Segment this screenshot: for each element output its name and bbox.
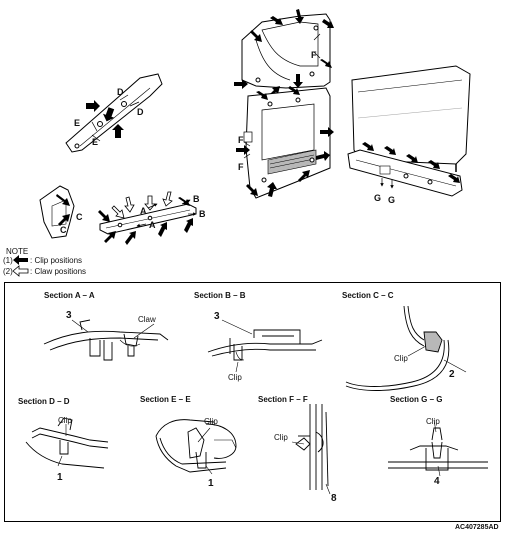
callout-clip-dd: Clip [58,416,72,425]
section-ff-drawing [291,404,331,495]
upper-quarter-trim [241,13,331,89]
section-gg-drawing [388,419,488,477]
label-g-1: G [374,193,382,203]
section-bb-drawing [207,319,323,373]
section-bb-title: Section B – B [194,291,246,300]
clip-arrows-sill [98,197,193,245]
tailgate-sill-trim [347,149,463,197]
callout-8-ff: 8 [331,493,337,504]
lower-quarter-trim [243,87,331,199]
section-aa-drawing [43,319,169,361]
label-c-2: C [60,225,67,235]
callout-2-cc: 2 [449,369,455,380]
label-d-1: D [117,87,124,97]
section-dd-drawing [25,417,109,469]
callout-3-bb: 3 [214,311,220,322]
label-f-1: F [311,50,317,60]
note-title: NOTE [6,247,29,256]
section-aa-title: Section A – A [44,291,95,300]
label-b-1: B [193,194,200,204]
note-line-1-text: : Clip positions [30,256,83,265]
sections-panel [4,282,501,522]
label-a-2: A [149,220,156,230]
label-b-2: B [199,209,206,219]
clip-arrows-lower [236,86,334,197]
section-cc-title: Section C – C [342,291,394,300]
label-g-2: G [388,195,396,205]
callout-clip-ff: Clip [274,433,288,442]
lower-left-trim-c [39,185,75,239]
callout-1-dd: 1 [57,472,63,483]
label-d-2: D [137,107,144,117]
note-line-2-num: (2) [3,267,13,276]
callout-clip-bb: Clip [228,373,242,382]
note-claw-arrow [12,265,29,277]
section-dd-title: Section D – D [18,397,70,406]
label-f-3: F [238,162,244,172]
callout-clip-gg: Clip [426,417,440,426]
section-ee-title: Section E – E [140,395,191,404]
callout-3-aa: 3 [66,310,72,321]
label-f-2: F [238,135,244,145]
label-e-2: E [92,137,99,147]
section-ff-title: Section F – F [258,395,308,404]
callout-4-gg: 4 [434,476,440,487]
claw-arrows-sill [111,191,173,219]
section-gg-title: Section G – G [390,395,443,404]
clip-arrows-upper [234,9,334,98]
clip-arrows-pillar [86,100,124,138]
callout-clip-cc: Clip [394,354,408,363]
note-line-1-num: (1) [3,256,13,265]
label-c-1: C [76,212,83,222]
label-a-1: A [140,206,147,216]
clip-arrows-tailgate [362,142,460,183]
section-cc-drawing [345,305,467,391]
pillar-trim-de [65,73,163,153]
callout-claw: Claw [138,315,156,324]
callout-1-ee: 1 [208,478,214,489]
note-clip-arrow [13,255,28,265]
callout-clip-ee: Clip [204,417,218,426]
note-line-2-text: : Claw positions [30,267,87,276]
section-ee-drawing [155,419,237,475]
figure-code: AC407285AD [455,524,499,531]
label-e-1: E [74,118,81,128]
